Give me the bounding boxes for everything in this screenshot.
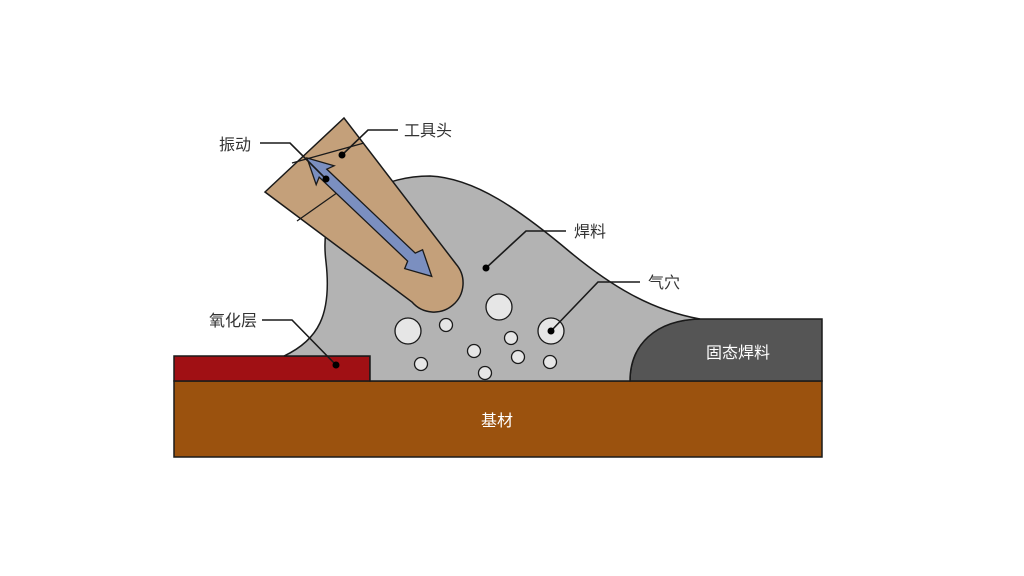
- label-substrate: 基材: [481, 412, 513, 430]
- pore-bubble: [438, 317, 454, 333]
- pore-bubble: [394, 317, 422, 345]
- leader-tool-head: [338, 129, 398, 159]
- pore-bubble: [510, 349, 526, 365]
- pore-bubble: [477, 365, 493, 381]
- label-solid-solder: 固态焊料: [706, 344, 770, 362]
- leader-solder: [482, 230, 566, 272]
- pore-bubble: [413, 356, 429, 372]
- leader-pore: [547, 281, 640, 335]
- label-tool-head: 工具头: [404, 122, 452, 140]
- label-oxide-layer: 氧化层: [209, 312, 257, 330]
- pore-bubble: [503, 330, 519, 346]
- double-headed-arrow-icon: [305, 157, 433, 278]
- tool-head-divider-lower: [296, 189, 342, 222]
- oxide-layer: [173, 355, 371, 382]
- leader-vibration: [260, 142, 330, 183]
- pore-bubble: [466, 343, 482, 359]
- label-pore: 气穴: [648, 274, 680, 292]
- substrate: [173, 380, 823, 458]
- label-solder: 焊料: [574, 223, 606, 241]
- label-vibration: 振动: [219, 136, 251, 154]
- pore-bubble: [485, 293, 513, 321]
- pore-bubble: [542, 354, 558, 370]
- leader-oxide-layer: [262, 319, 340, 369]
